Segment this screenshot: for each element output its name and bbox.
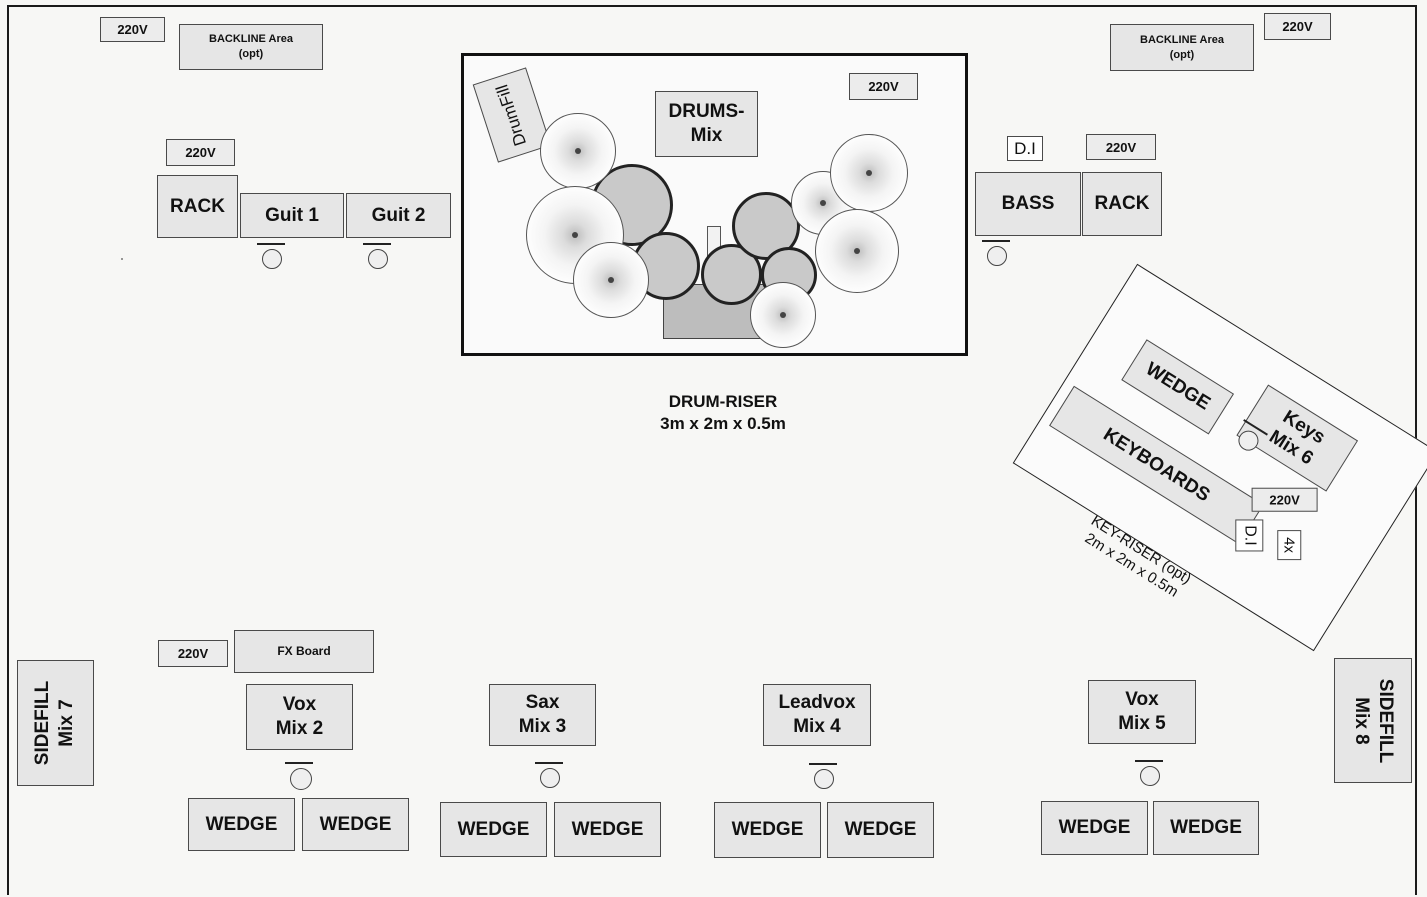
mic-stand-vox-2 bbox=[285, 762, 313, 790]
mic-stand-guit2 bbox=[363, 243, 391, 269]
backline-area-right: BACKLINE Area(opt) bbox=[1110, 24, 1254, 71]
stray-dot bbox=[121, 258, 123, 260]
cymbal-right-large bbox=[815, 209, 899, 293]
drums-mix-monitor: DRUMS-Mix bbox=[655, 91, 758, 157]
wedge-sax-3-right: WEDGE bbox=[554, 802, 661, 857]
rack-left: RACK bbox=[157, 175, 238, 238]
power-220v-bass-rack: 220V bbox=[1086, 134, 1156, 160]
drum-riser-caption: DRUM-RISER 3m x 2m x 0.5m bbox=[660, 392, 786, 433]
cymbal-left-low bbox=[573, 242, 649, 318]
power-220v-fx: 220V bbox=[158, 640, 228, 667]
keys-di-box: D.I bbox=[1235, 519, 1264, 552]
wedge-vox-5-left: WEDGE bbox=[1041, 801, 1148, 855]
rack-right: RACK bbox=[1082, 172, 1162, 236]
bass-amp: BASS bbox=[975, 172, 1081, 236]
power-220v-keys: 220V bbox=[1251, 487, 1318, 512]
keys-4x-di-count: 4x bbox=[1277, 530, 1302, 561]
mic-stand-vox-5 bbox=[1135, 760, 1163, 786]
mic-stand-bass bbox=[982, 240, 1010, 266]
power-220v-top-left: 220V bbox=[100, 17, 165, 42]
snare bbox=[701, 244, 762, 305]
power-220v-top-right: 220V bbox=[1264, 13, 1331, 40]
power-220v-drums: 220V bbox=[849, 73, 918, 100]
guitar-1-amp: Guit 1 bbox=[240, 193, 344, 238]
drum-riser: DrumFill 220V DRUMS-Mix bbox=[461, 53, 968, 356]
wedge-vox-2-right: WEDGE bbox=[302, 798, 409, 851]
cymbal-top-right bbox=[830, 134, 908, 212]
wedge-leadvox-4-left: WEDGE bbox=[714, 802, 821, 858]
wedge-vox-5-right: WEDGE bbox=[1153, 801, 1259, 855]
mic-stand-leadvox-4 bbox=[809, 763, 837, 789]
wedge-leadvox-4-right: WEDGE bbox=[827, 802, 934, 858]
cymbal-top-left bbox=[540, 113, 616, 189]
backline-area-left: BACKLINE Area(opt) bbox=[179, 24, 323, 70]
guitar-2-amp: Guit 2 bbox=[346, 193, 451, 238]
wedge-sax-3-left: WEDGE bbox=[440, 802, 547, 857]
bass-di-box: D.I bbox=[1007, 136, 1043, 161]
mic-stand-sax-3 bbox=[535, 762, 563, 788]
keys-wedge: WEDGE bbox=[1121, 339, 1235, 435]
power-220v-left-rack: 220V bbox=[166, 139, 235, 166]
cymbal-bottom bbox=[750, 282, 816, 348]
fx-board: FX Board bbox=[234, 630, 374, 673]
wedge-vox-2-left: WEDGE bbox=[188, 798, 295, 851]
mic-stand-guit1 bbox=[257, 243, 285, 269]
